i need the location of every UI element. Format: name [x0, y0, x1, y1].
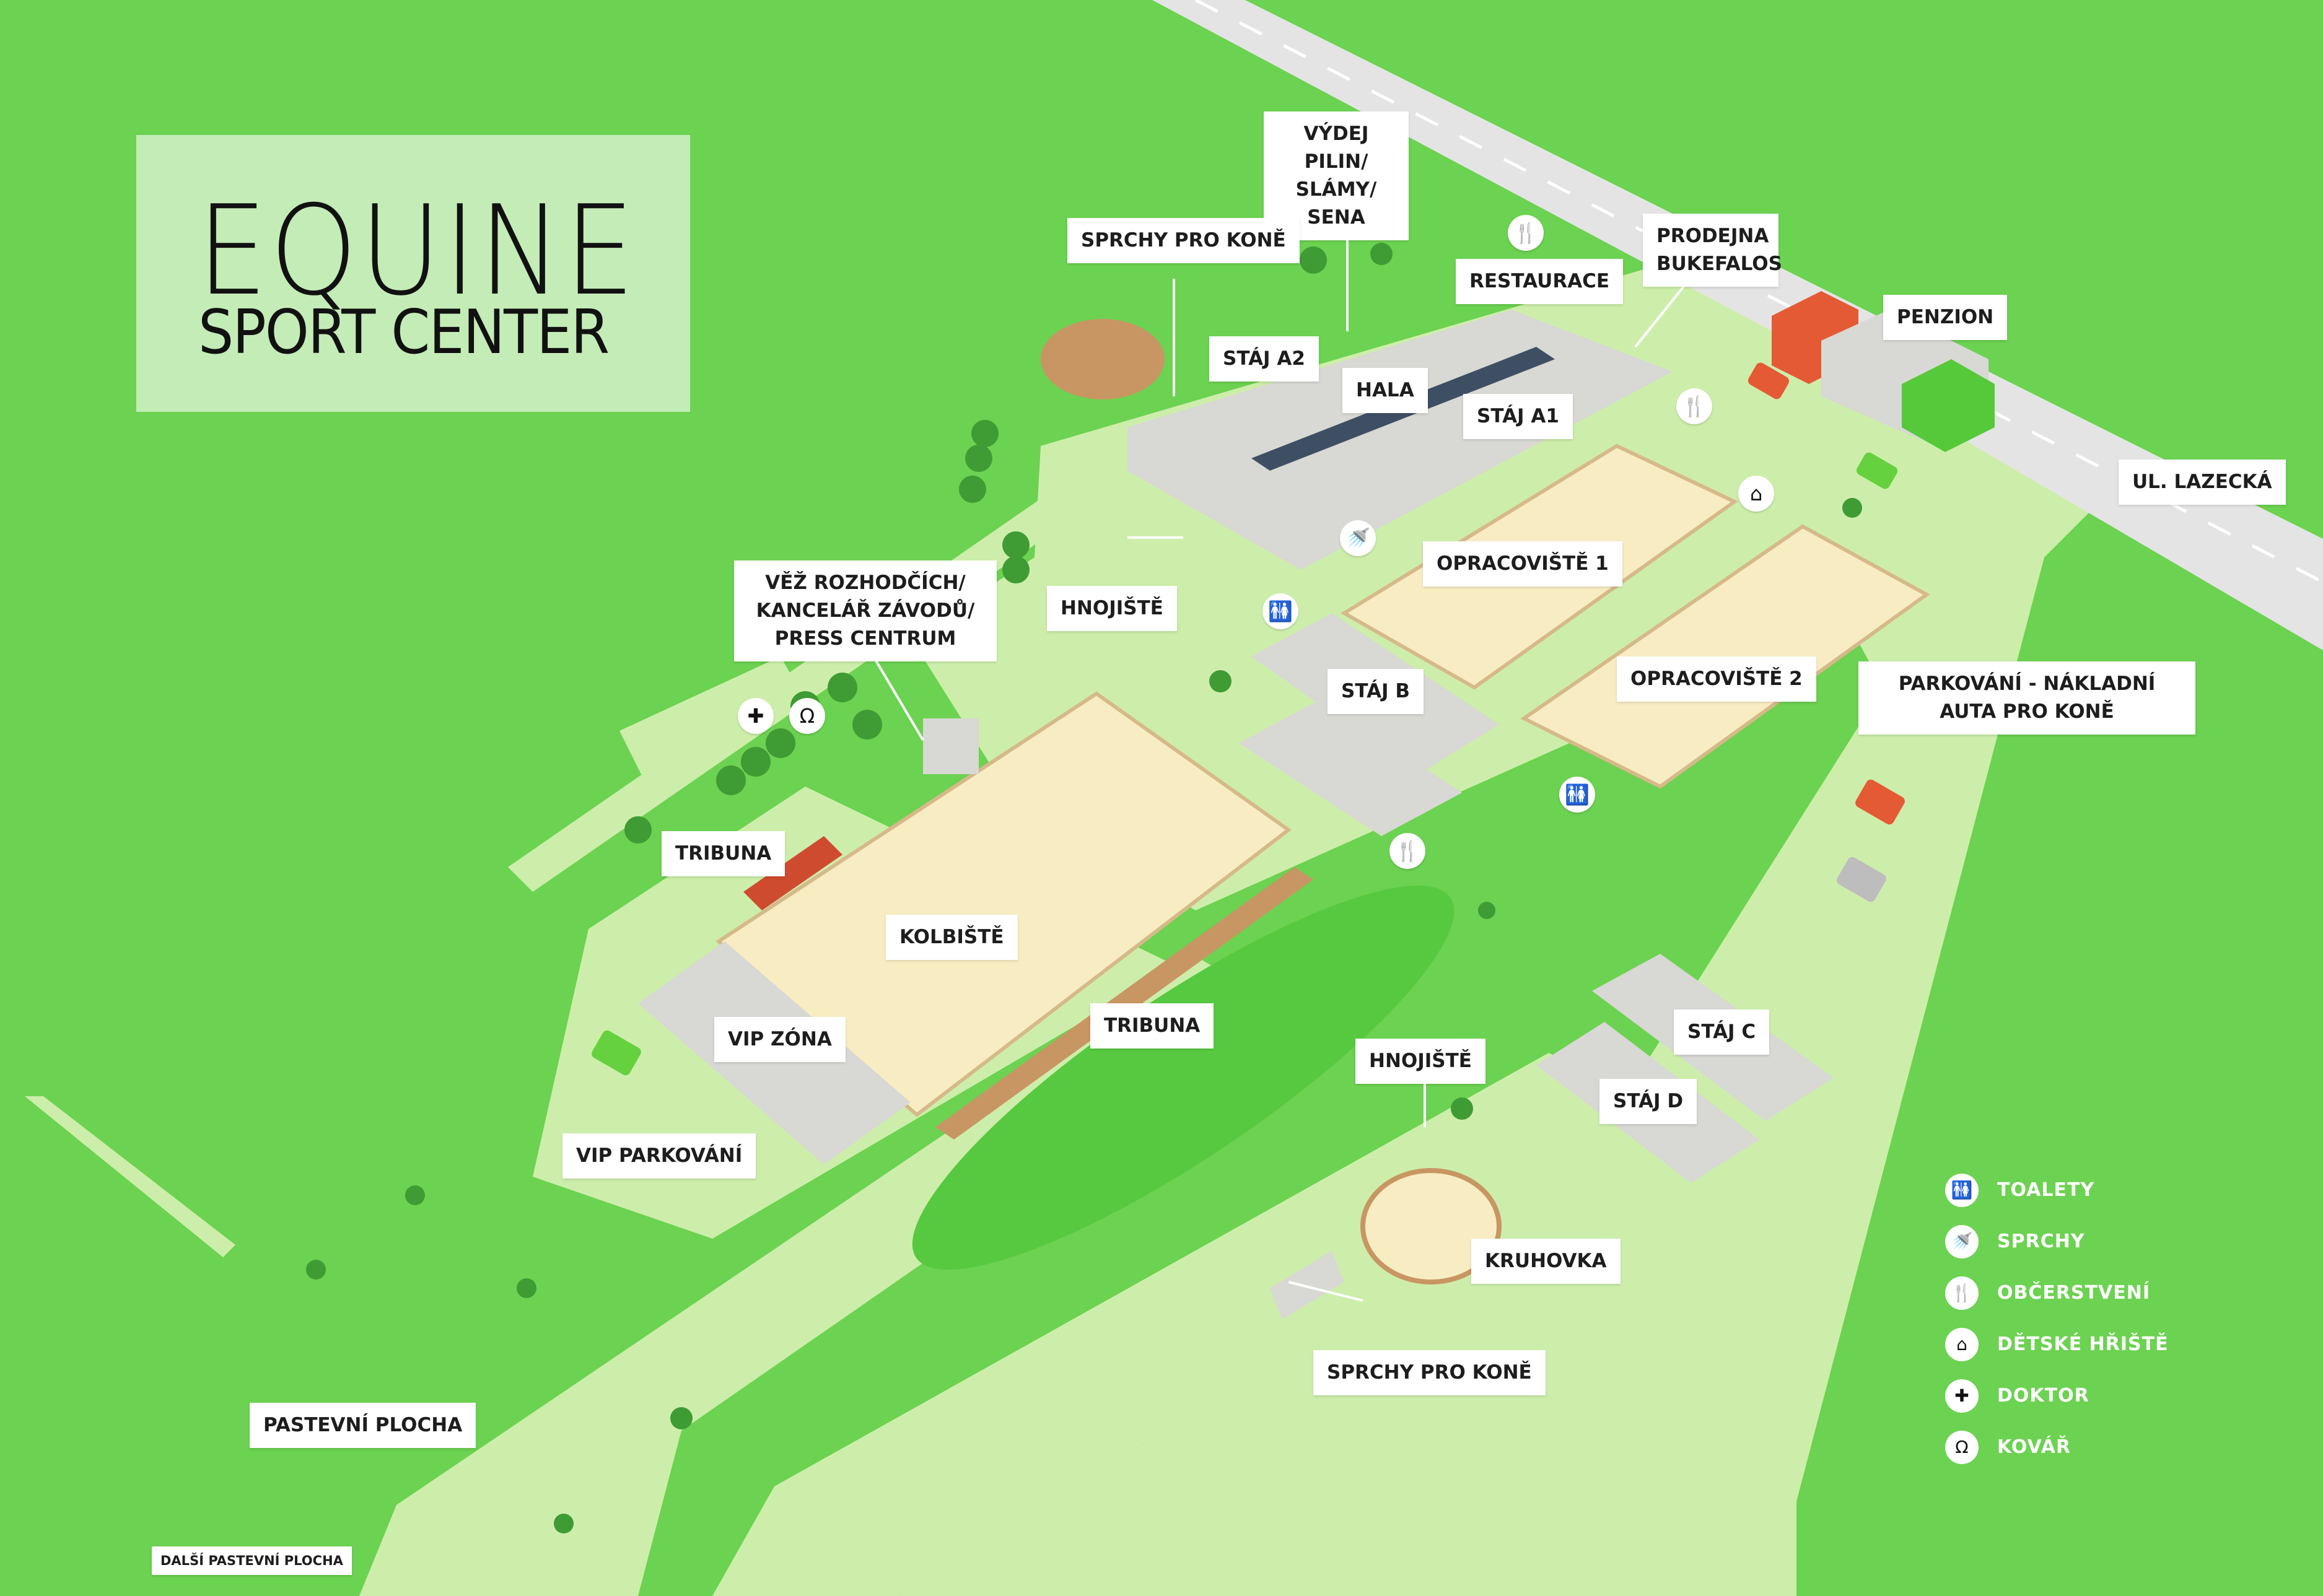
- doctor-icon: ✚: [1945, 1379, 1979, 1413]
- label-prodejna[interactable]: PRODEJNA BUKEFALOS: [1643, 214, 1782, 287]
- label-dalsi-pastevni-plocha[interactable]: DALŠÍ PASTEVNÍ PLOCHA: [152, 1546, 352, 1576]
- car-penzion: [1748, 362, 1790, 399]
- label-vip-zona[interactable]: VIP ZÓNA: [714, 1017, 846, 1062]
- legend-item: ⌂ DĚTSKÉ HŘIŠTĚ: [1945, 1319, 2169, 1370]
- trees: [306, 243, 1862, 1533]
- playground-icon: ⌂: [1945, 1327, 1979, 1361]
- label-parkovani[interactable]: PARKOVÁNÍ - NÁKLADNÍ AUTA PRO KONĚ: [1858, 661, 2195, 735]
- label-tribuna-right[interactable]: TRIBUNA: [1090, 1003, 1214, 1049]
- label-vip-parkovani[interactable]: VIP PARKOVÁNÍ: [562, 1133, 756, 1179]
- label-sprchy-kone-bottom[interactable]: SPRCHY PRO KONĚ: [1313, 1350, 1546, 1395]
- legend-label: TOALETY: [1997, 1179, 2095, 1201]
- doctor-icon[interactable]: ✚: [738, 698, 774, 734]
- car-vip: [592, 1030, 641, 1076]
- logo-panel: EQUINE SPORT CENTER: [136, 135, 690, 412]
- label-vez-rozhodcich[interactable]: VĚŽ ROZHODČÍCH/ KANCELÁŘ ZÁVODŮ/ PRESS C…: [734, 560, 997, 661]
- legend-label: KOVÁŘ: [1997, 1436, 2071, 1458]
- label-hala[interactable]: HALA: [1342, 368, 1428, 413]
- shower-icon[interactable]: 🚿: [1340, 520, 1376, 556]
- horseshoe-icon: Ω: [1945, 1430, 1979, 1464]
- legend-label: SPRCHY: [1997, 1231, 2085, 1252]
- label-staj-a1[interactable]: STÁJ A1: [1463, 394, 1573, 439]
- road-lazecka-surface: [1152, 0, 2323, 626]
- food-icon: 🍴: [1945, 1276, 1979, 1310]
- building-hala: [1127, 310, 1673, 570]
- kruhovka-ring: [1360, 1168, 1502, 1284]
- label-staj-d[interactable]: STÁJ D: [1599, 1079, 1697, 1124]
- food-icon[interactable]: 🍴: [1508, 215, 1544, 251]
- label-penzion[interactable]: PENZION: [1883, 295, 2008, 340]
- shower-icon: 🚿: [1945, 1224, 1979, 1258]
- food-icon[interactable]: 🍴: [1676, 388, 1712, 424]
- legend-label: OBČERSTVENÍ: [1997, 1282, 2151, 1304]
- horseshoe-icon[interactable]: Ω: [789, 698, 825, 734]
- judge-tower: [923, 718, 979, 774]
- car-parking-gray: [1837, 857, 1886, 902]
- legend-item: Ω KOVÁŘ: [1945, 1421, 2169, 1473]
- label-sprchy-kone-top[interactable]: SPRCHY PRO KONĚ: [1067, 218, 1300, 263]
- legend-label: DĚTSKÉ HŘIŠTĚ: [1997, 1333, 2169, 1355]
- label-hnojiste-top[interactable]: HNOJIŠTĚ: [1047, 586, 1177, 631]
- logo-subtitle: SPORT CENTER: [198, 297, 610, 368]
- label-hnojiste-bottom[interactable]: HNOJIŠTĚ: [1355, 1039, 1485, 1084]
- label-opracoviste-2[interactable]: OPRACOVIŠTĚ 2: [1617, 656, 1816, 702]
- label-staj-c[interactable]: STÁJ C: [1674, 1009, 1770, 1055]
- legend-label: DOKTOR: [1997, 1385, 2089, 1406]
- label-kruhovka[interactable]: KRUHOVKA: [1471, 1239, 1621, 1284]
- tribuna-left-structure: [743, 836, 842, 910]
- legend-item: 🚿 SPRCHY: [1945, 1216, 2169, 1267]
- car-green: [1856, 452, 1898, 489]
- legend-item: 🚻 TOALETY: [1945, 1164, 2169, 1216]
- label-opracoviste-1[interactable]: OPRACOVIŠTĚ 1: [1423, 541, 1622, 587]
- building-sprchy-bottom: [1270, 1251, 1344, 1319]
- car-parking-red: [1855, 779, 1905, 825]
- label-staj-b[interactable]: STÁJ B: [1328, 669, 1424, 714]
- label-pastevni-plocha[interactable]: PASTEVNÍ PLOCHA: [250, 1403, 476, 1448]
- toilet-icon[interactable]: 🚻: [1559, 777, 1595, 813]
- label-kolbiste[interactable]: KOLBIŠTĚ: [886, 915, 1018, 960]
- label-tribuna-left[interactable]: TRIBUNA: [662, 831, 785, 876]
- label-ul-lazecka[interactable]: UL. LAZECKÁ: [2119, 460, 2286, 505]
- building-staj-b-2: [1239, 700, 1462, 836]
- building-penzion-annex: [1902, 359, 1995, 452]
- map-legend: 🚻 TOALETY 🚿 SPRCHY 🍴 OBČERSTVENÍ ⌂ DĚTSKÉ HŘIŠT…: [1945, 1164, 2169, 1473]
- toilet-icon: 🚻: [1945, 1173, 1979, 1207]
- toilet-icon[interactable]: 🚻: [1262, 593, 1298, 629]
- playground-icon[interactable]: ⌂: [1738, 476, 1774, 512]
- logo-title: EQUINE: [197, 179, 637, 323]
- round-structure: [1041, 319, 1165, 399]
- food-icon[interactable]: 🍴: [1389, 833, 1425, 869]
- legend-item: ✚ DOKTOR: [1945, 1370, 2169, 1421]
- legend-item: 🍴 OBČERSTVENÍ: [1945, 1267, 2169, 1319]
- grandstand-mound: [912, 885, 1455, 1270]
- label-restaurace[interactable]: RESTAURACE: [1456, 259, 1624, 304]
- label-staj-a2[interactable]: STÁJ A2: [1209, 336, 1319, 382]
